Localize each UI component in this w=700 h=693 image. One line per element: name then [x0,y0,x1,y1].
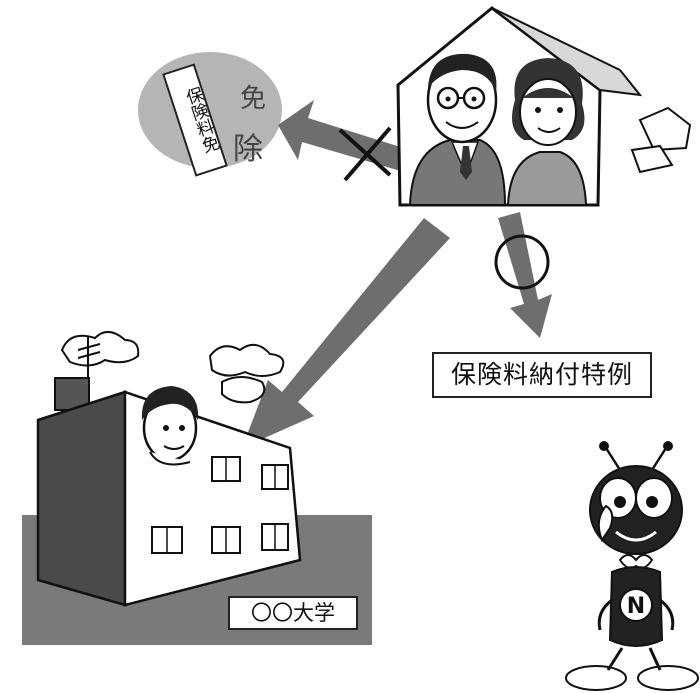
stamp-char-bottom: 除 [233,132,263,167]
cross-mark [338,126,392,182]
approval-circle-mark [494,234,550,290]
stamp-char-top: 免 [240,84,267,114]
student-figure [141,386,199,466]
svg-text:N: N [627,594,645,619]
father-figure [408,53,507,206]
special-payment-label: 保険料納付特例 [432,352,652,398]
university-arrow [242,218,450,448]
mother-figure [506,58,588,206]
antenna [77,336,101,378]
special-payment-arrow [498,212,552,338]
university-label: 〇〇大学 [228,596,358,630]
mascot-bee-icon: N [565,441,699,691]
